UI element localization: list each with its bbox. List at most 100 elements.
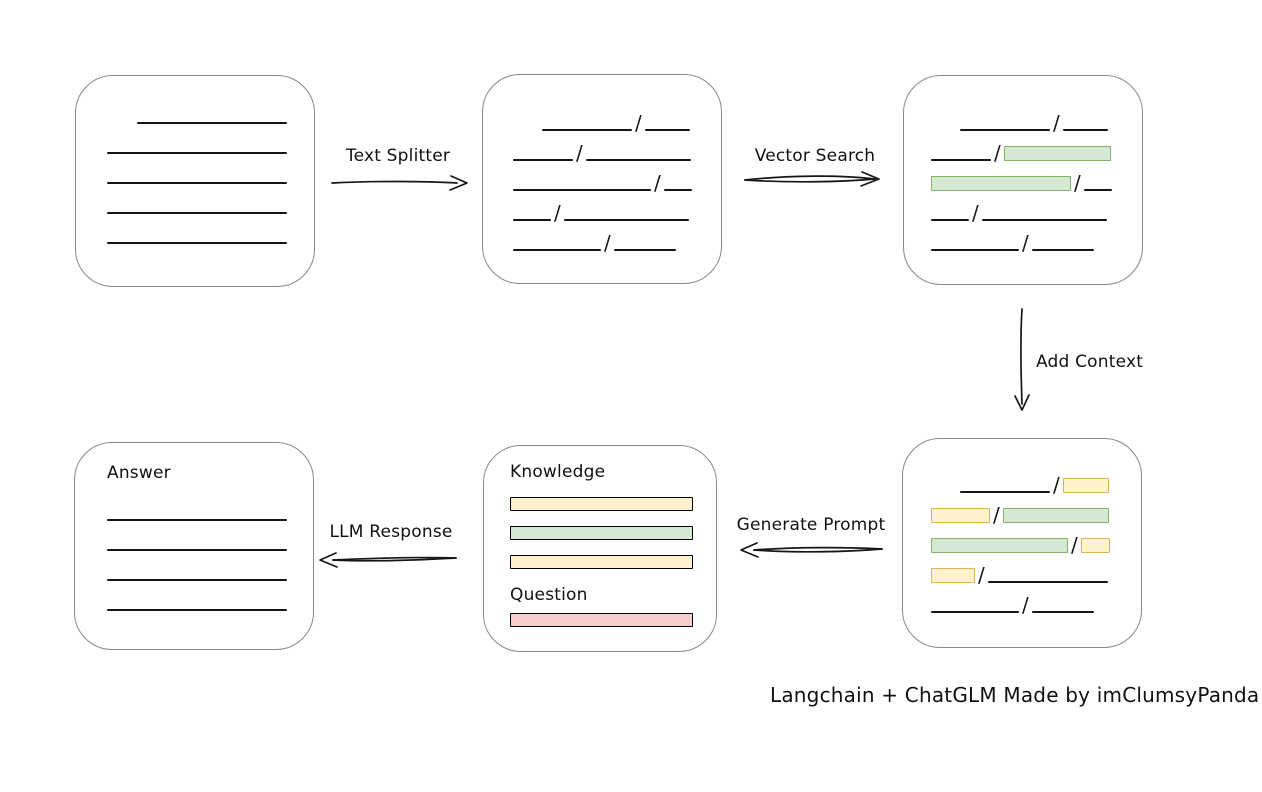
chunk-row [107,581,289,611]
answer-text-lines [107,491,313,611]
text-line [960,491,1050,493]
chunk-yellow [931,508,990,523]
text-line [137,122,287,124]
text-splitter-label: Text Splitter [345,146,451,166]
add-context-label: Add Context [1036,352,1144,372]
text-line [107,609,287,611]
split-slash: / [1053,473,1060,497]
chunk-row: / [513,101,695,135]
knowledge-bars [510,497,716,569]
chunk-green [1002,508,1109,523]
chunk-row [107,551,289,581]
chunk-row [107,94,289,124]
arrow-shaft [753,546,883,551]
text-line [513,159,573,161]
split-chunk-lines: / / / / / [513,101,721,255]
text-line [107,182,287,184]
chunk-row [107,124,289,154]
split-slash: / [554,201,561,225]
chunk-green [931,176,1071,191]
text-line [1083,189,1112,191]
split-slash: / [635,111,642,135]
green-bar [510,526,693,540]
yellow-bar [510,555,693,569]
chunk-row: / [931,583,1113,615]
chunk-row [107,491,289,521]
chunk-row: / [931,463,1113,497]
vector-search-result-box: ///// [903,75,1143,285]
split-slash: / [576,141,583,165]
document-text-lines [107,94,314,244]
chunk-yellow [931,568,975,583]
split-slash: / [978,563,985,587]
text-line [513,219,551,221]
chunk-yellow [1062,478,1109,493]
split-text-box: / / / / / [482,74,722,284]
text-line [931,219,969,221]
text-line [107,519,287,521]
context-chunk-lines: ///// [931,463,1141,615]
answer-heading: Answer [107,463,171,483]
text-line [1031,611,1094,613]
text-line [107,242,287,244]
source-document-box [75,75,315,287]
llm-response-arrow [319,552,457,568]
arrow-shaft [1019,308,1023,405]
text-line [107,549,287,551]
text-line [1062,129,1108,131]
red-bar [510,613,693,627]
chunk-row: / [931,493,1113,527]
text-line [107,212,287,214]
split-slash: / [994,141,1001,165]
arrow-shaft [753,548,883,553]
chunk-row [107,214,289,244]
arrow-shaft [332,557,457,562]
chunk-row: / [931,221,1113,255]
vector-search-arrow [744,171,880,187]
chunk-row: / [931,553,1113,587]
split-slash: / [1022,231,1029,255]
text-line [987,581,1108,583]
vector-chunk-lines: ///// [931,101,1142,255]
split-slash: / [604,231,611,255]
chunk-row: / [513,131,695,165]
text-line [960,129,1050,131]
chunk-row: / [513,161,695,195]
text-line [644,129,690,131]
chunk-yellow [1080,538,1110,553]
text-line [613,249,676,251]
indent-spacer [107,123,137,124]
chunk-green [931,538,1068,553]
indent-spacer [931,130,960,131]
chunk-row: / [931,131,1113,165]
chunk-row: / [513,191,695,225]
split-slash: / [1074,171,1081,195]
text-line [513,189,651,191]
arrow-shaft [744,175,876,181]
vector-search-label: Vector Search [754,146,876,166]
chunk-row: / [931,161,1113,195]
text-line [981,219,1107,221]
split-slash: / [654,171,661,195]
chunk-row [107,154,289,184]
answer-box: Answer [74,442,314,650]
split-slash: / [1071,533,1078,557]
add-context-arrow [1014,308,1030,411]
arrow-shaft [331,180,458,184]
text-line [563,219,689,221]
text-line [931,611,1019,613]
question-bars [510,613,716,627]
split-slash: / [993,503,1000,527]
arrow-head-right-icon [860,171,880,187]
chunk-row: / [931,523,1113,557]
chunk-row: / [931,101,1113,135]
split-slash: / [1053,111,1060,135]
chunk-row [107,521,289,551]
generate-prompt-label: Generate Prompt [736,515,886,535]
prompt-box: Knowledge Question [483,445,717,652]
arrow-head-left-icon [319,552,338,568]
chunk-row: / [931,191,1113,223]
context-result-box: ///// [902,438,1142,648]
text-line [931,249,1019,251]
